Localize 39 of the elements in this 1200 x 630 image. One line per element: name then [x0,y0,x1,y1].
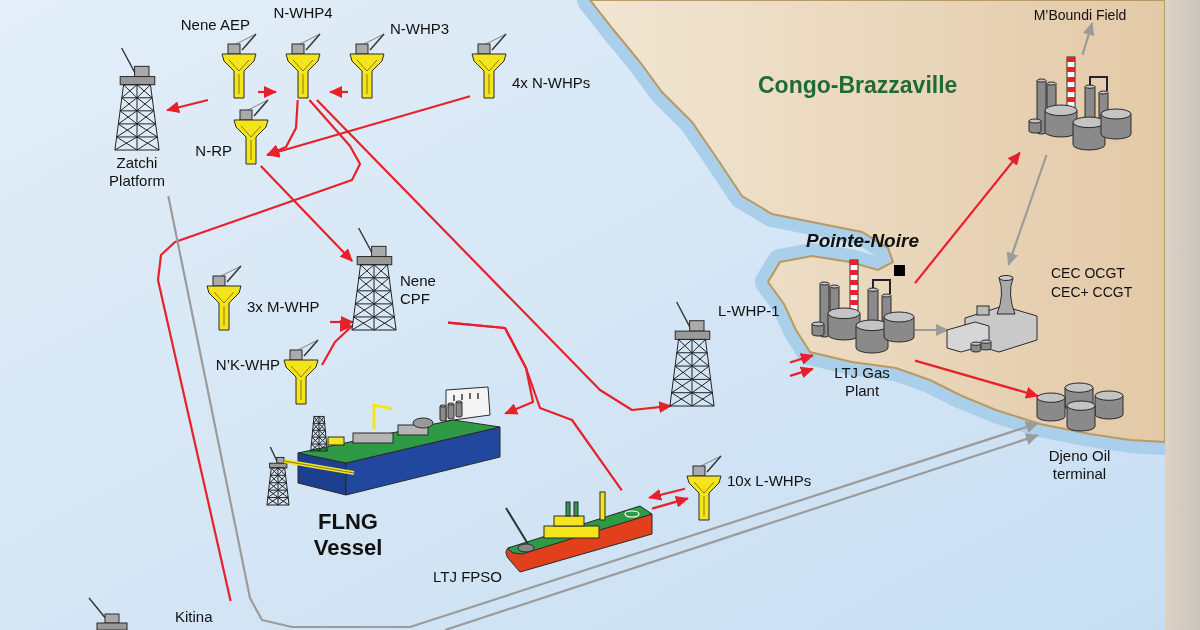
pipeline-arrow [166,98,209,114]
pipeline-arrow [648,487,686,501]
pipeline-arrow [915,324,949,336]
country-label: Congo-Brazzaville [758,72,958,99]
pipeline-arrow [651,495,689,510]
facility-label: L-WHP-1 [718,302,781,320]
facility-label: 3x M-WHP [247,298,321,316]
facility-label: Zatchi Platform [108,154,166,190]
pipeline-arrow [444,433,1039,630]
pipeline-arrow [316,99,672,414]
facility-label: Nene CPF [400,272,437,308]
pipeline-arrow [167,195,1039,629]
facility-label: CEC OCGT [1051,264,1126,282]
pipeline-arrow [258,86,277,98]
pipeline-arrow [1081,22,1095,56]
pipeline [447,321,623,492]
facility-label: 4x N-WHPs [512,74,592,92]
pipeline-arrow [914,359,1039,399]
facility-label: N-WHP4 [273,4,333,22]
pipeline-arrow [1006,154,1048,266]
facility-label: N-RP [194,142,232,160]
facility-label: N-WHP3 [390,20,451,38]
facility-label: LTJ FPSO [432,568,502,586]
facility-label: N’K-WHP [214,356,280,374]
pipeline-arrow [789,353,814,365]
pipeline [156,99,362,602]
facility-label: 10x L-WHPs [727,472,813,490]
facility-label: CEC+ CCGT [1051,283,1134,301]
facility-label: M’Boundi Field [1032,6,1128,24]
facility-label: Djeno Oil terminal [1047,447,1112,483]
pipeline-arrow [266,95,471,158]
facility-label: FLNG Vessel [312,509,384,561]
facility-label: Kitina [175,608,214,626]
facility-label: Nene AEP [179,16,250,34]
pipeline-arrow [789,366,814,379]
facility-label: LTJ Gas Plant [833,364,891,400]
pipeline-arrow [329,86,348,98]
pipeline-arrow [260,165,353,262]
pipeline-arrow [914,151,1021,284]
